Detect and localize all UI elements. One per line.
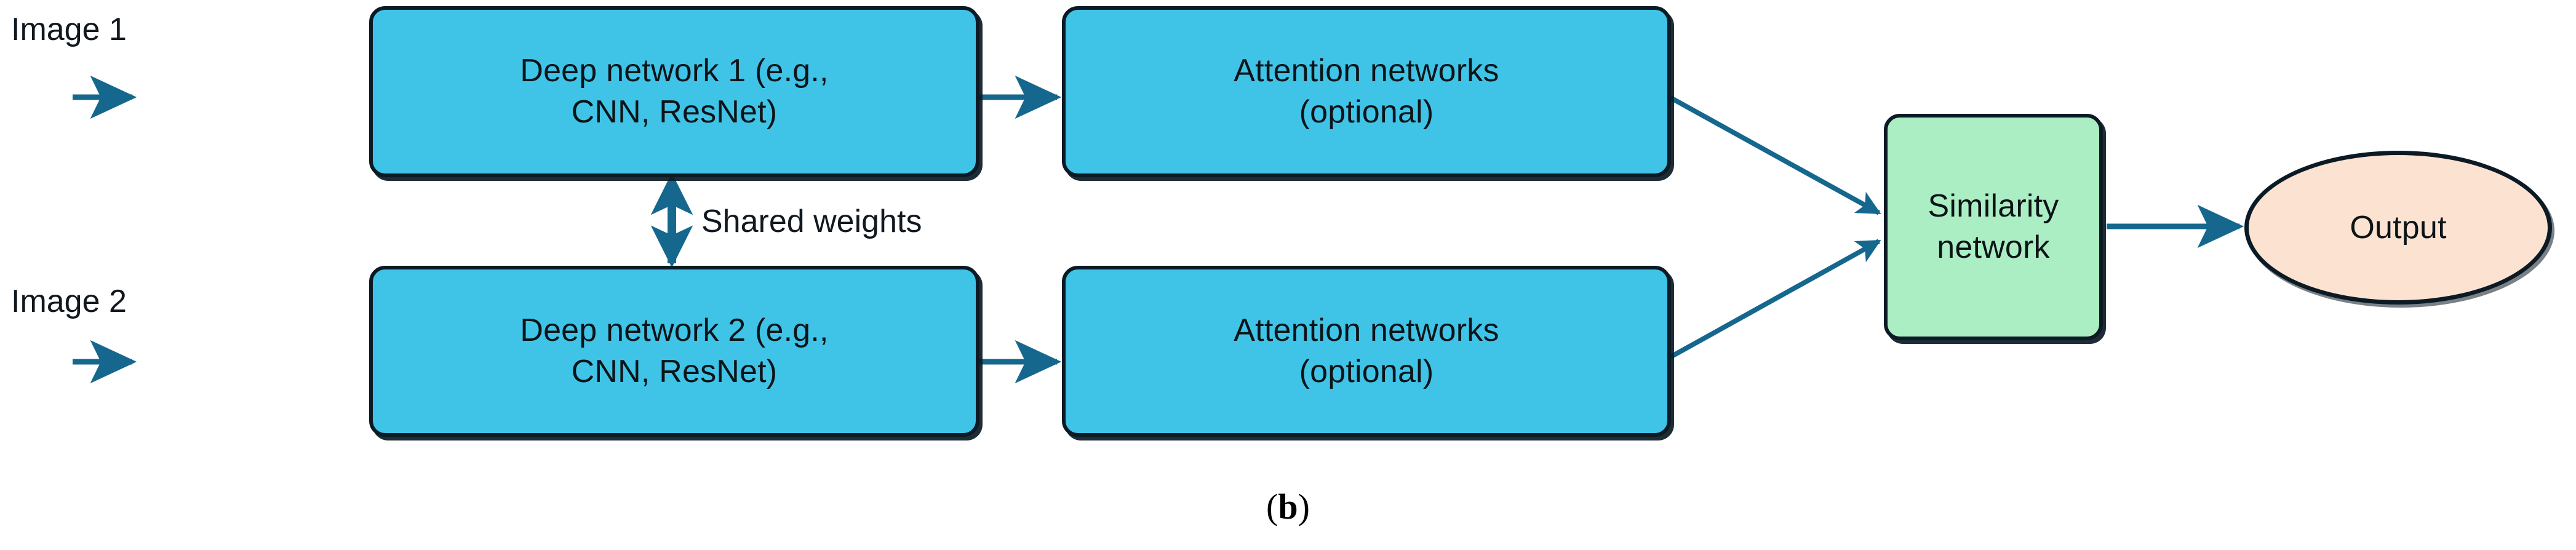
annotation-shared-weights-text: Shared weights [701, 204, 922, 239]
node-deep-network-2[interactable]: Deep network 2 (e.g., CNN, ResNet) [369, 266, 979, 437]
node-similarity-network-label: Similarity network [1928, 188, 2059, 265]
input-label-image-2: Image 2 [11, 283, 127, 320]
annotation-shared-weights: Shared weights [701, 203, 922, 240]
node-attention-networks-2-label: Attention networks (optional) [1234, 313, 1499, 389]
node-deep-network-1[interactable]: Deep network 1 (e.g., CNN, ResNet) [369, 6, 979, 177]
node-attention-networks-1[interactable]: Attention networks (optional) [1062, 6, 1671, 177]
input-label-image-2-text: Image 2 [11, 284, 127, 319]
node-attention-networks-1-label: Attention networks (optional) [1234, 53, 1499, 130]
input-label-image-1: Image 1 [11, 11, 127, 48]
figure-caption: (b) [0, 486, 2576, 527]
node-attention-networks-2[interactable]: Attention networks (optional) [1062, 266, 1671, 437]
node-similarity-network[interactable]: Similarity network [1884, 114, 2103, 340]
node-output[interactable]: Output [2244, 151, 2552, 305]
node-output-label: Output [2350, 209, 2447, 245]
figure-caption-prefix: ( [1266, 487, 1278, 527]
node-deep-network-1-label: Deep network 1 (e.g., CNN, ResNet) [520, 53, 829, 130]
node-deep-network-2-label: Deep network 2 (e.g., CNN, ResNet) [520, 313, 829, 389]
edge-attention2-to-similarity [1667, 239, 1881, 361]
figure-caption-suffix: ) [1298, 487, 1310, 527]
figure-caption-letter: b [1278, 487, 1298, 527]
input-label-image-1-text: Image 1 [11, 12, 127, 47]
edge-attention1-to-similarity [1667, 94, 1881, 215]
